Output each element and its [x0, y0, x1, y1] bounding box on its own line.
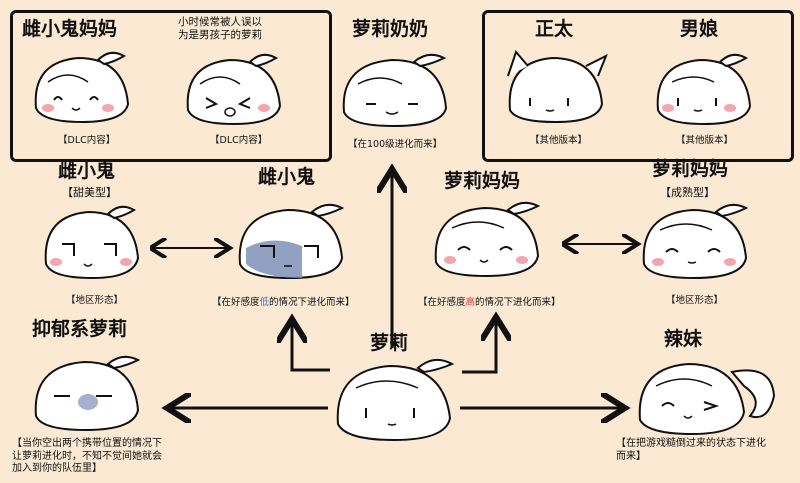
face-gyaru [638, 362, 776, 436]
note-grandma: 【在100级进化而来】 [348, 139, 443, 150]
title-loli: 萝莉 [370, 332, 409, 354]
arrow-to-loli-mom [462, 320, 496, 374]
note-other-b: 【其他版本】 [676, 135, 734, 146]
title-shota: 正太 [535, 18, 574, 40]
title-loli-mom-mature: 萝莉妈妈 [652, 158, 729, 180]
face-mesugaki-sweet [44, 205, 140, 280]
note-dlc-b: 【DLC内容】 [210, 135, 268, 146]
other-version-box [482, 10, 794, 162]
title-mesugaki-mom: 雌小鬼妈妈 [22, 18, 118, 40]
title-depressed-loli: 抑郁系萝莉 [32, 318, 128, 340]
face-mesugaki [238, 203, 345, 280]
title-loli-grandma: 萝莉奶奶 [352, 18, 429, 40]
sub-mature: 【成熟型】 [660, 186, 715, 199]
note-gyaru: 【在把游戏糙倒过来的状态下进化 而来】 [616, 438, 766, 462]
title-mesugaki-sweet: 雌小鬼 [58, 160, 116, 182]
note-low-affection: 【在好感度低的情况下进化而来】 [212, 297, 355, 308]
note-regional-b: 【地区形态】 [666, 295, 724, 306]
face-loli [336, 358, 455, 442]
sub-sweet: 【甜美型】 [62, 186, 117, 199]
face-shota [507, 50, 608, 124]
arrow-to-mesugaki [292, 322, 330, 372]
face-femboy [656, 53, 752, 126]
face-loli-mom-mature [642, 203, 749, 280]
face-tomboy-loli [186, 53, 282, 126]
title-femboy: 男娘 [680, 18, 719, 40]
face-mesugaki-mom [34, 51, 130, 124]
title-mesugaki: 雌小鬼 [258, 166, 316, 188]
note-other-a: 【其他版本】 [530, 135, 588, 146]
caption-tomboy-loli: 小时候常被人误以 为是男孩子的萝莉 [178, 16, 262, 42]
dlc-box [10, 10, 332, 162]
note-regional-a: 【地区形态】 [66, 295, 124, 306]
face-depressed-loli [34, 355, 141, 432]
face-loli-mom [434, 201, 541, 278]
note-high-affection: 【在好感度高的情况下进化而来】 [418, 297, 561, 308]
title-loli-mom: 萝莉妈妈 [444, 170, 521, 192]
note-dlc-a: 【DLC内容】 [58, 135, 116, 146]
title-gyaru: 辣妹 [664, 328, 703, 350]
face-loli-grandma [342, 53, 448, 128]
note-depressed: 【当你空出两个携带位置的情况下 让萝莉进化时，不知不觉间她就会 加入到你的队伍里… [12, 438, 162, 474]
